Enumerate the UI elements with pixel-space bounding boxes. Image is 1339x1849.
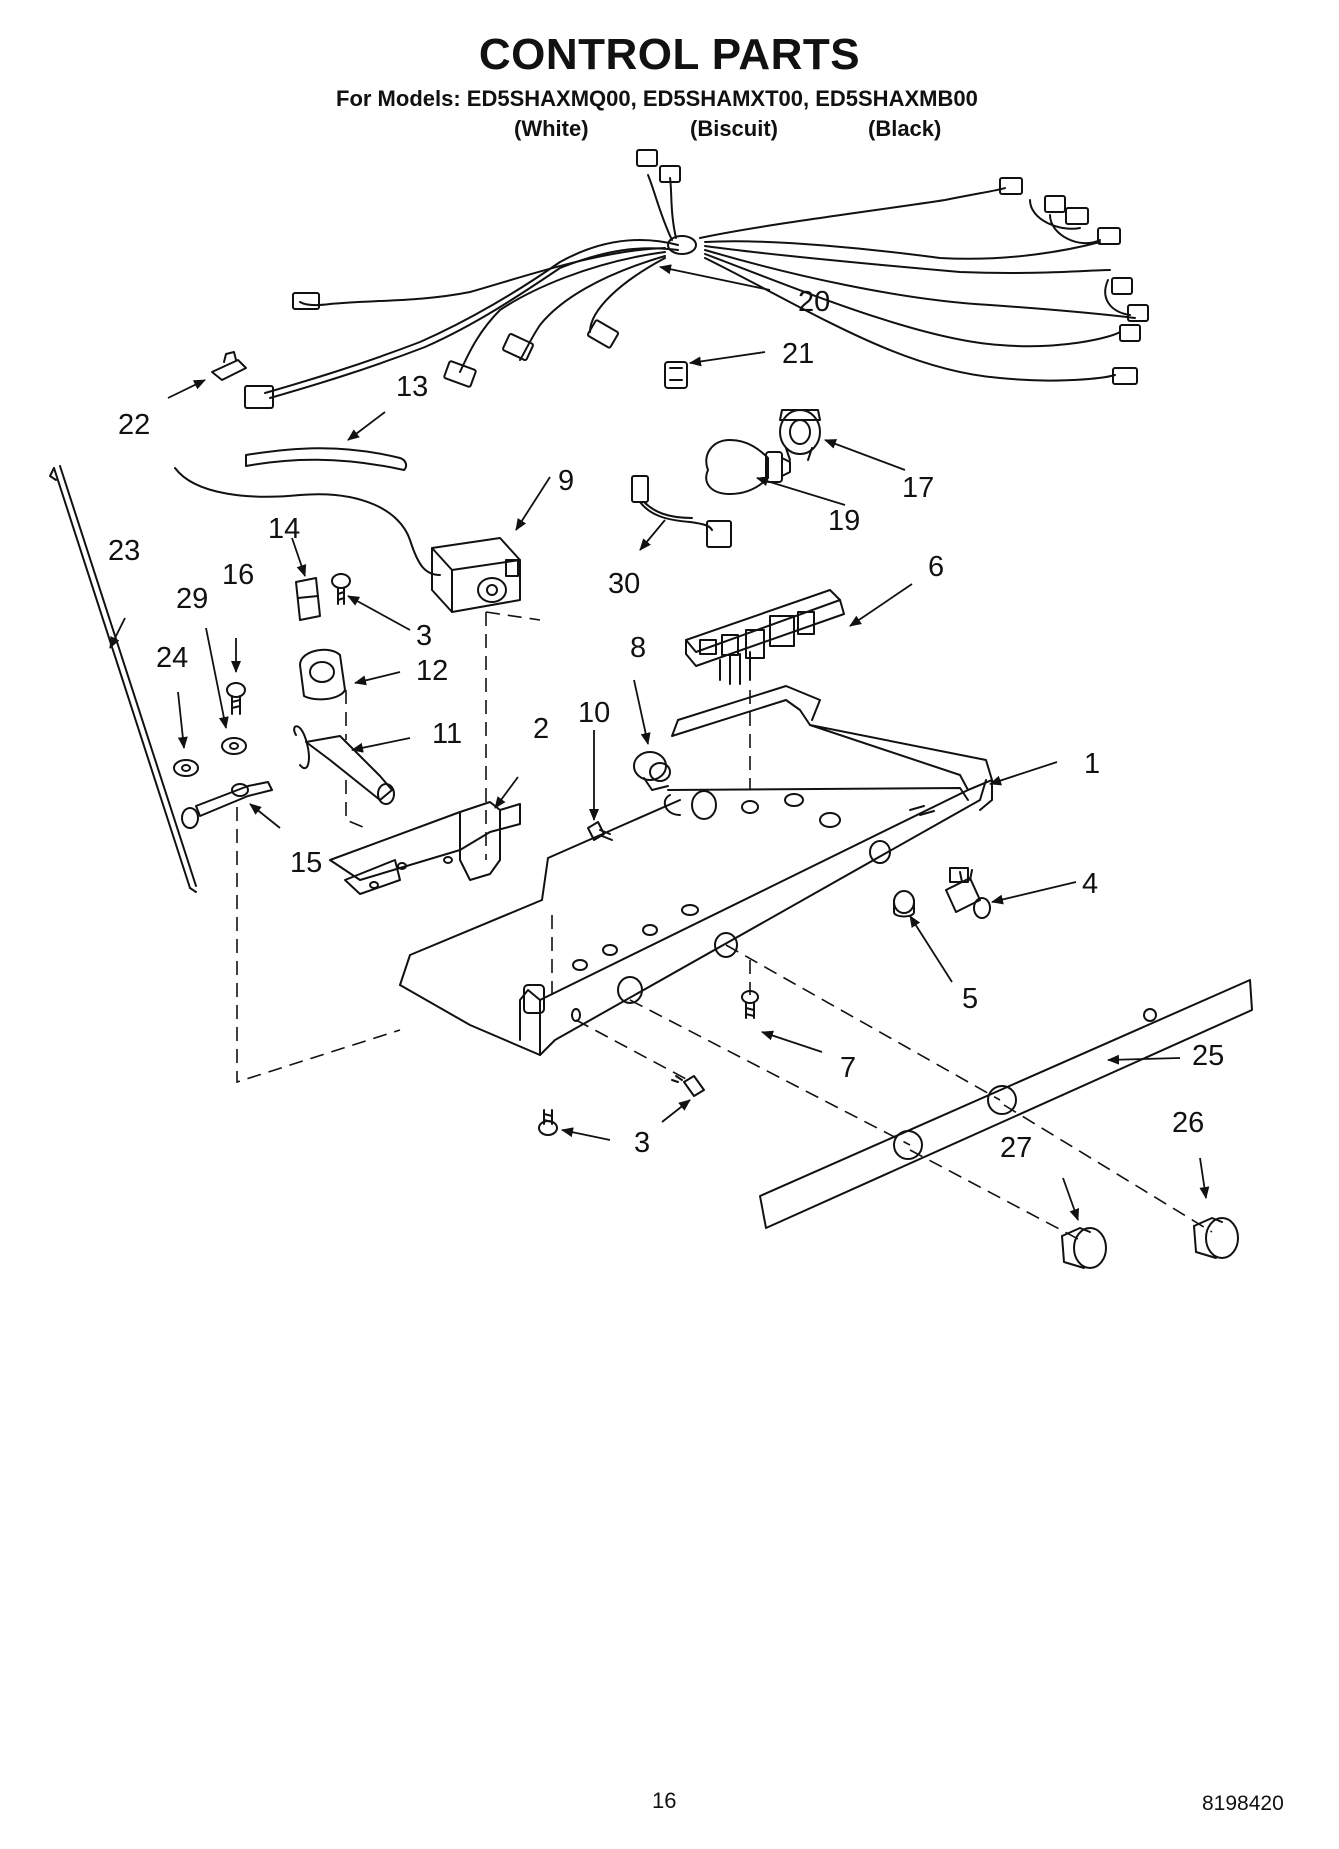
callout-3-upper: 3 — [416, 620, 432, 652]
variant-white: (White) — [514, 116, 589, 141]
callout-23: 23 — [108, 535, 140, 567]
callout-4: 4 — [1082, 868, 1098, 900]
variant-biscuit: (Biscuit) — [690, 116, 778, 141]
switch-actuator — [893, 890, 915, 918]
leader-arrows — [109, 264, 1210, 1221]
callout-24: 24 — [156, 642, 188, 674]
screw-3-side — [671, 1075, 705, 1097]
screw-10 — [587, 821, 613, 841]
callout-29: 29 — [176, 583, 208, 615]
callout-30: 30 — [608, 568, 640, 600]
callout-13: 13 — [396, 371, 428, 403]
callout-20: 20 — [798, 286, 830, 318]
screw-3-upper — [331, 573, 351, 605]
capillary-clip — [295, 577, 321, 621]
front-panel — [759, 979, 1253, 1229]
jumper-harness — [631, 475, 732, 548]
callout-26: 26 — [1172, 1107, 1204, 1139]
wire-clip — [664, 361, 688, 389]
callout-9: 9 — [558, 465, 574, 497]
models-line: For Models: ED5SHAXMQ00, ED5SHAMXT00, ED… — [336, 86, 978, 111]
screw-16 — [226, 682, 246, 715]
page-title: CONTROL PARTS — [478, 30, 861, 79]
light-switch — [945, 867, 991, 919]
grommet — [633, 751, 671, 791]
wire-harness — [244, 149, 1149, 409]
callout-8: 8 — [630, 632, 646, 664]
variant-black: (Black) — [868, 116, 942, 141]
callout-10: 10 — [578, 697, 610, 729]
callout-19: 19 — [828, 505, 860, 537]
control-board — [685, 589, 845, 685]
washer-29 — [221, 737, 247, 755]
callout-1: 1 — [1084, 748, 1100, 780]
foam-tube — [245, 447, 408, 471]
bulb-socket — [779, 409, 821, 461]
callout-25: 25 — [1192, 1040, 1224, 1072]
callout-5: 5 — [962, 983, 978, 1015]
callout-14: 14 — [268, 513, 300, 545]
callout-6: 6 — [928, 551, 944, 583]
washer-24 — [173, 759, 199, 777]
mounting-bracket — [329, 801, 521, 895]
linkage-lever — [181, 781, 273, 829]
page-number: 16 — [652, 1788, 677, 1813]
callout-17: 17 — [902, 472, 934, 504]
screw-3-lower — [538, 1109, 558, 1136]
callout-27: 27 — [1000, 1132, 1032, 1164]
assembly-guide-lines — [236, 611, 1213, 1241]
callout-3-lower: 3 — [634, 1127, 650, 1159]
control-shaft — [293, 725, 395, 805]
callout-22: 22 — [118, 409, 150, 441]
control-knob-26 — [1193, 1217, 1239, 1259]
document-number: 8198420 — [1202, 1792, 1284, 1815]
callout-labels: 1 2 3 3 4 5 6 7 8 9 10 11 12 13 14 15 16… — [108, 286, 1224, 1164]
callout-16: 16 — [222, 559, 254, 591]
callout-12: 12 — [416, 655, 448, 687]
shaft-bracket — [299, 648, 346, 701]
callout-7: 7 — [840, 1052, 856, 1084]
screw-7 — [741, 990, 759, 1019]
callout-2: 2 — [533, 713, 549, 745]
control-housing — [399, 685, 993, 1056]
callout-11: 11 — [432, 718, 462, 750]
wire-tie — [211, 351, 247, 381]
callout-15: 15 — [290, 847, 322, 879]
thermostat — [174, 467, 521, 613]
callout-21: 21 — [782, 338, 814, 370]
linkage-rod — [49, 465, 197, 893]
light-bulb — [705, 439, 791, 495]
